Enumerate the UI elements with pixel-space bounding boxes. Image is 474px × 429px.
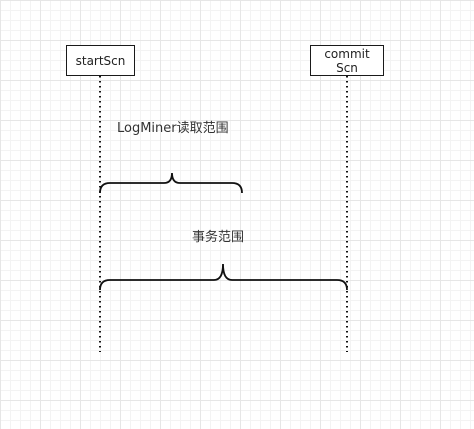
commit-scn-label-line2: Scn (336, 60, 358, 75)
logminer-range-brace (99, 172, 243, 194)
start-scn-node: startScn (66, 45, 135, 76)
commit-scn-label-line1: commit (324, 46, 370, 61)
commit-scn-node: commit Scn (310, 45, 384, 76)
transaction-range-brace (99, 263, 348, 291)
logminer-range-label: LogMiner读取范围 (117, 121, 229, 136)
start-scn-label: startScn (75, 53, 126, 68)
transaction-range-label: 事务范围 (192, 230, 245, 245)
